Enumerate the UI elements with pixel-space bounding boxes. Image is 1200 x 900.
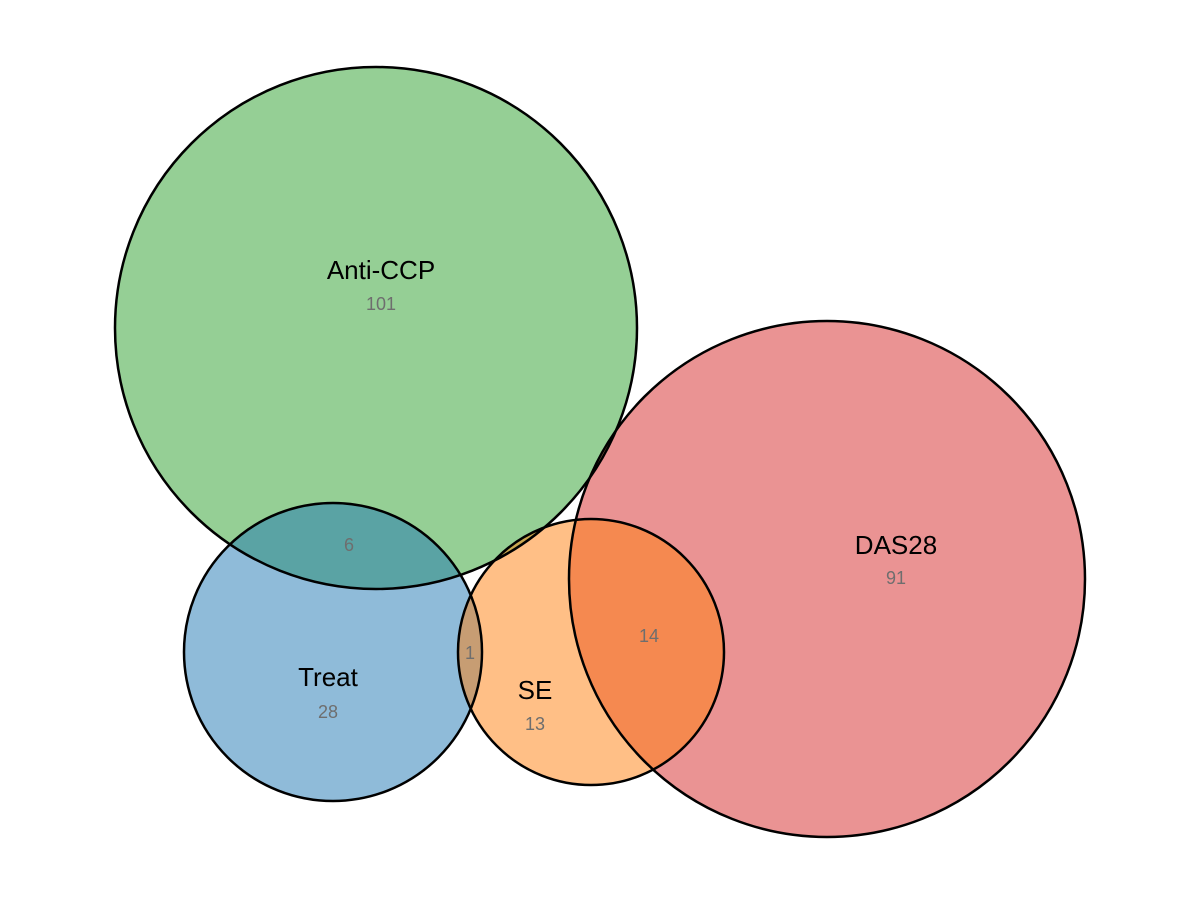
treat-se-count: 1 <box>465 643 475 663</box>
anti-ccp-name: Anti-CCP <box>327 255 435 285</box>
das28-name: DAS28 <box>855 530 937 560</box>
anti-ccp-count: 101 <box>366 294 396 314</box>
se-name: SE <box>518 675 553 705</box>
treat-fill <box>184 503 482 801</box>
das28-outline <box>567 319 1087 839</box>
set-fills <box>115 67 1085 837</box>
treat-name: Treat <box>298 662 358 692</box>
anti-ccp-treat-count: 6 <box>344 535 354 555</box>
se-outline <box>456 517 726 787</box>
treat-count: 28 <box>318 702 338 722</box>
se-count: 13 <box>525 714 545 734</box>
anti-ccp-fill <box>115 67 637 589</box>
treat-outline <box>182 501 484 803</box>
se-fill <box>458 519 724 785</box>
anti-ccp-outline <box>113 65 639 591</box>
set-labels: Anti-CCP 101 Treat 28 SE 13 DAS28 91 <box>298 255 937 734</box>
set-outlines <box>113 65 1087 839</box>
intersection-labels: 6 1 14 <box>344 535 659 663</box>
se-das28-count: 14 <box>639 626 659 646</box>
das28-count: 91 <box>886 568 906 588</box>
